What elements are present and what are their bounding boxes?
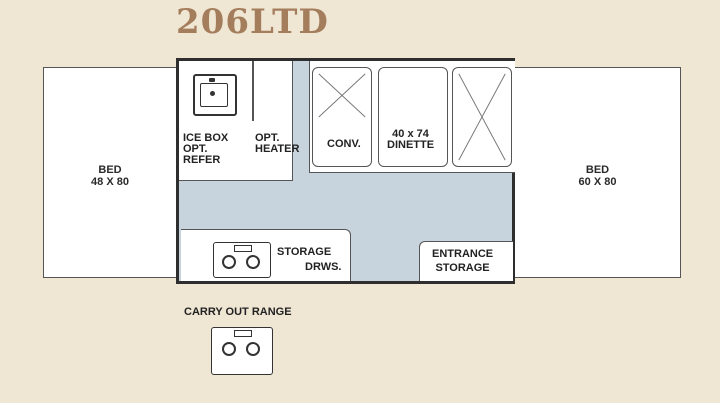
storage-label-line2: DRWS.: [305, 261, 342, 273]
sink-icon: [193, 74, 237, 116]
storage-label-line1: STORAGE: [277, 246, 332, 258]
heater-label: OPT. HEATER: [255, 133, 299, 155]
entrance-label-line1: ENTRANCE: [432, 248, 494, 260]
dinette-label-line1: 40 x 74: [392, 128, 429, 140]
icebox-label-line1: ICE BOX: [183, 132, 229, 144]
icebox-label: ICE BOX OPT. REFER: [183, 133, 228, 166]
camper-floor: ICE BOX OPT. REFER OPT. HEATER CONV. 40 …: [176, 58, 515, 284]
bed-right-label-line2: 60 X 80: [578, 176, 617, 188]
carry-out-range-icon: [211, 327, 273, 375]
entrance-storage: ENTRANCE STORAGE: [419, 241, 513, 281]
bed-right-label: BED 60 X 80: [515, 164, 680, 188]
icebox-label-line3: REFER: [183, 154, 221, 166]
stove-knobs: [234, 245, 252, 252]
bed-right-label-line1: BED: [585, 164, 610, 176]
carry-out-range-label: CARRY OUT RANGE: [184, 306, 292, 318]
dinette-seat-left: [312, 67, 372, 167]
drain-icon: [210, 91, 215, 96]
bed-left: BED 48 X 80: [43, 67, 177, 278]
galley-counter: [179, 61, 293, 181]
bed-left-label: BED 48 X 80: [44, 164, 176, 188]
heater-label-line1: OPT.: [255, 132, 280, 144]
faucet-icon: [209, 78, 215, 82]
conv-label: CONV.: [327, 138, 361, 150]
heater-label-line2: HEATER: [255, 143, 300, 155]
storage-label: STORAGE DRWS.: [277, 247, 341, 273]
entrance-label-line2: STORAGE: [435, 262, 490, 274]
floorplan-title: 206LTD: [176, 2, 329, 42]
dinette-label: 40 x 74 DINETTE: [387, 129, 434, 151]
entrance-label: ENTRANCE STORAGE: [432, 249, 493, 274]
burner-left-icon: [222, 255, 236, 269]
bed-left-label-line1: BED: [98, 164, 122, 176]
sink-basin: [200, 83, 228, 107]
seat-left-x-icon: [318, 73, 366, 118]
dinette-seat-right: [452, 67, 512, 167]
counter-divider: [252, 61, 254, 121]
icebox-label-line2: OPT.: [183, 143, 208, 155]
dinette-label-line2: DINETTE: [387, 139, 435, 151]
carry-range-knobs: [234, 330, 252, 337]
bed-left-label-line2: 48 X 80: [91, 176, 129, 188]
stove-icon: [213, 242, 271, 278]
carry-burner-left-icon: [222, 342, 236, 356]
dinette-area: [309, 61, 515, 173]
seat-right-x-icon: [458, 73, 506, 161]
stove-counter: [181, 229, 351, 281]
bed-right: BED 60 X 80: [514, 67, 681, 278]
dinette-table: [378, 67, 448, 167]
burner-right-icon: [246, 255, 260, 269]
carry-burner-right-icon: [246, 342, 260, 356]
